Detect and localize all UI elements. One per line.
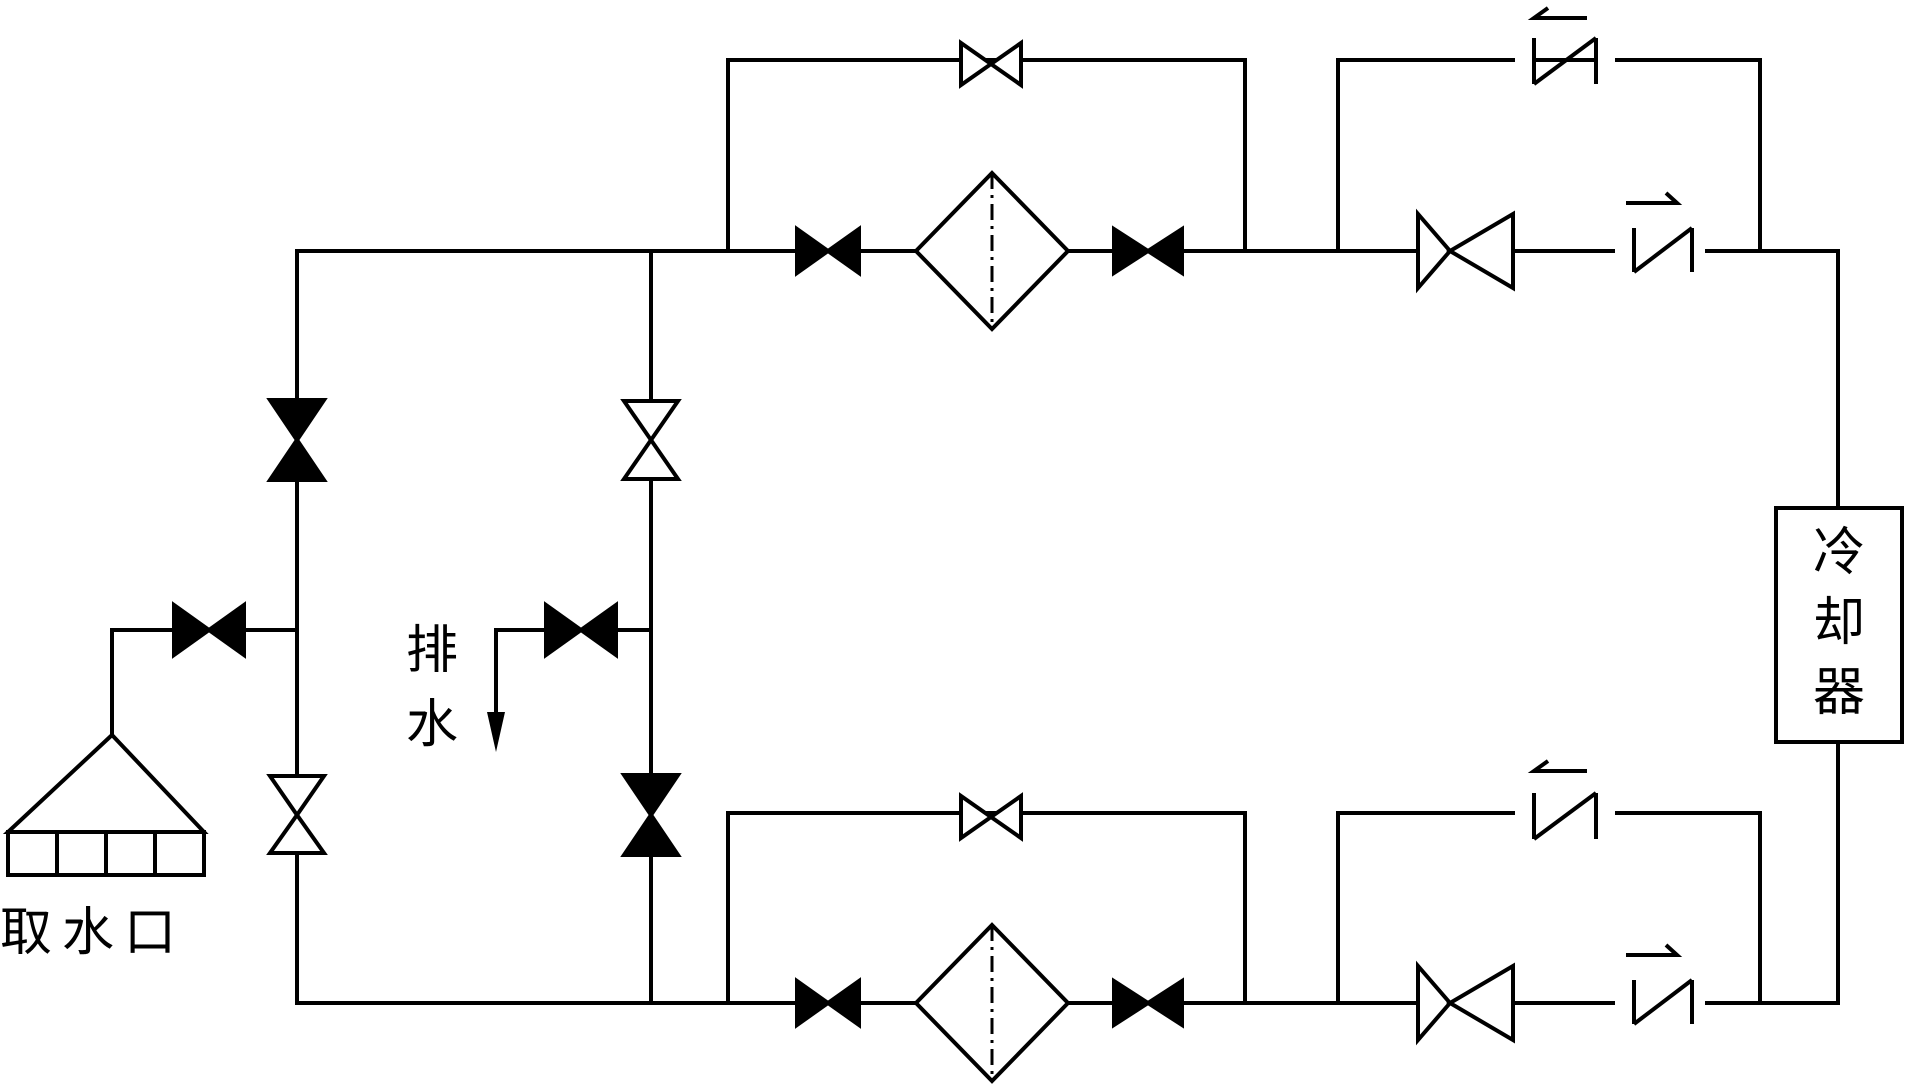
bottom-bypass-check-valve-icon	[1515, 759, 1615, 845]
intake-valve-icon-right-half	[205, 601, 246, 659]
top-filter-inlet-valve-icon-right-half	[824, 225, 861, 277]
bottom-main-open-valve-icon-right-half	[1446, 962, 1515, 1044]
left-upper-valve-icon-lower-half	[266, 436, 328, 482]
cooler-label-line3: 器	[1813, 663, 1865, 723]
top-bypass-valve-icon-right-half	[987, 39, 1023, 89]
drain-valve-icon-right-half	[577, 601, 618, 659]
drain-arrow-icon	[487, 700, 505, 752]
top-filter-outlet-valve-icon-right-half	[1144, 225, 1184, 277]
top-main-open-valve-icon-right-half	[1446, 210, 1515, 292]
intake-valve-icon	[172, 601, 213, 659]
drain-valve-icon	[544, 601, 585, 659]
top-bypass-valve-icon	[959, 39, 995, 89]
intake-branch-pipe	[110, 628, 299, 737]
bottom-filter-inlet-valve-icon	[795, 977, 832, 1029]
top-filter-outlet-valve-icon	[1112, 225, 1152, 277]
left-upper-valve-icon	[266, 398, 328, 444]
top-main-open-valve-icon	[1416, 208, 1453, 294]
bottom-bypass-valve-icon	[959, 792, 995, 842]
middle-lower-valve-icon-lower-half	[620, 811, 682, 857]
top-filter-inlet-valve-icon	[795, 225, 832, 277]
left-lower-valve-icon	[266, 774, 328, 819]
drain-label-line2: 水	[406, 695, 458, 755]
bottom-bypass-valve-icon-right-half	[987, 792, 1023, 842]
drain-label-line1: 排	[406, 621, 458, 681]
middle-upper-valve-icon	[620, 399, 682, 444]
top-bypass-check-valve-icon	[1515, 6, 1615, 90]
cooler-box	[1774, 506, 1904, 744]
top-main-check-valve-icon	[1615, 191, 1705, 287]
left-lower-valve-icon-lower-half	[266, 811, 328, 855]
cooler-label-line2: 却	[1813, 593, 1865, 653]
middle-upper-valve-icon-lower-half	[620, 436, 682, 481]
drain-branch-pipe	[494, 628, 653, 712]
water-intake-icon	[2, 732, 209, 877]
intake-label: 取水口	[0, 903, 186, 963]
bottom-filter-icon	[913, 922, 1071, 1084]
bottom-filter-outlet-valve-icon-right-half	[1144, 977, 1184, 1029]
cooler-label-line1: 冷	[1813, 523, 1865, 583]
bottom-filter-outlet-valve-icon	[1112, 977, 1152, 1029]
bottom-filter-inlet-valve-icon-right-half	[824, 977, 861, 1029]
middle-lower-valve-icon	[620, 773, 682, 819]
bottom-main-open-valve-icon	[1416, 960, 1453, 1046]
bottom-main-check-valve-icon	[1615, 943, 1705, 1039]
top-filter-icon	[913, 170, 1071, 332]
